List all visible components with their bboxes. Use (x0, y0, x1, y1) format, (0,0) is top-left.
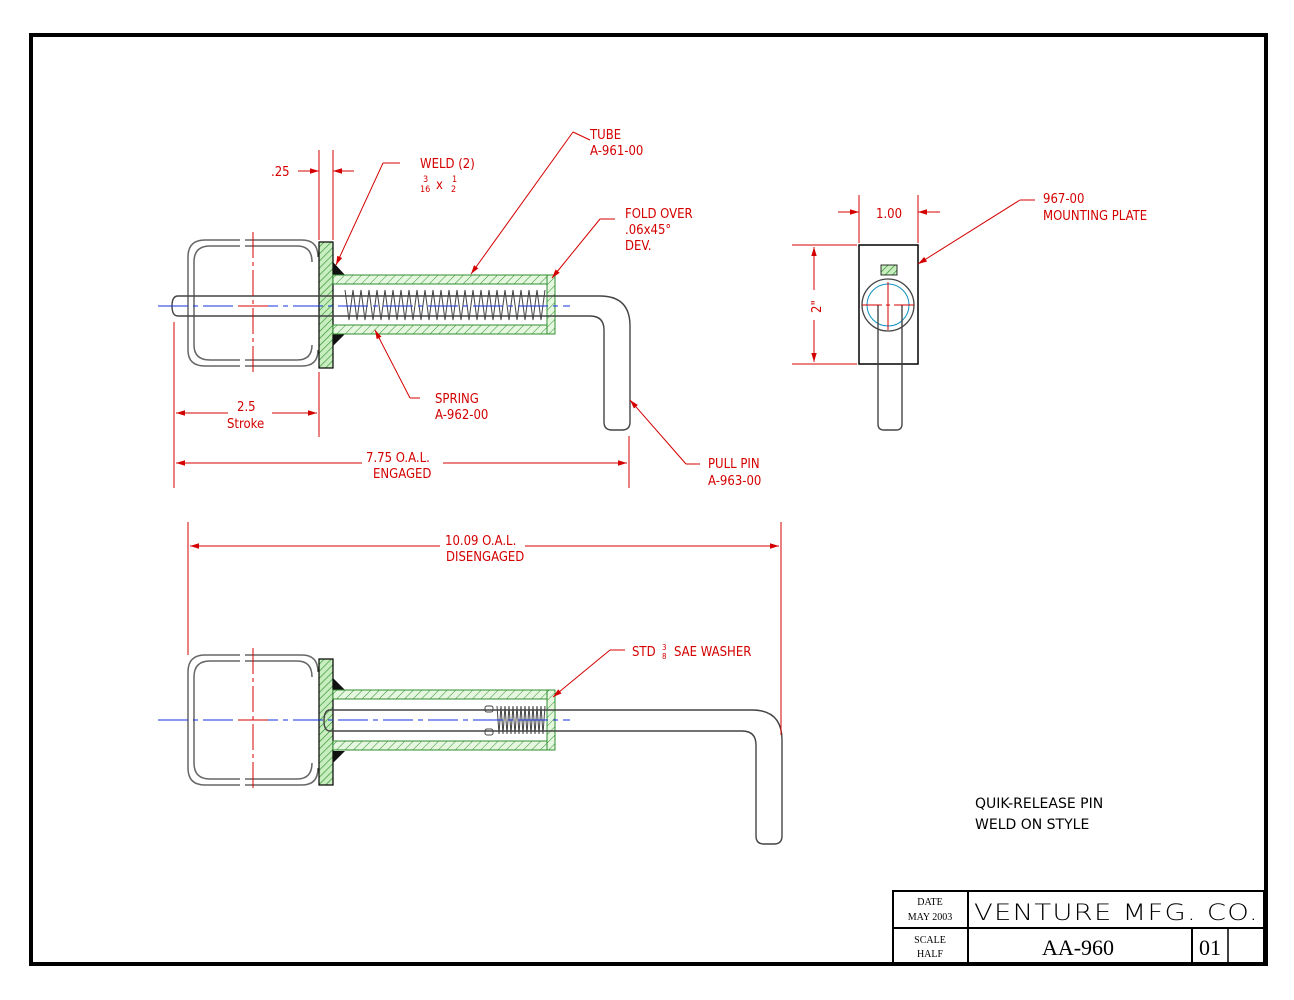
washer-fraction-num: 3 (662, 643, 667, 652)
weld-times: x (436, 178, 443, 193)
compressed-spring (496, 705, 546, 735)
mounting-plate-callout: 967-00 MOUNTING PLATE (917, 192, 1147, 265)
mounting-plate-line2: MOUNTING PLATE (1043, 209, 1147, 224)
weld-bead-lower-bottom (333, 751, 345, 763)
tube-callout-line2: A-961-00 (590, 144, 643, 159)
spring-callout: SPRING A-962-00 (374, 329, 488, 423)
engaged-label: ENGAGED (373, 467, 431, 482)
company-name: VENTURE MFG. CO. (974, 901, 1259, 926)
pull-pin-callout: PULL PIN A-963-00 (629, 399, 761, 489)
washer-callout: STD 3 8 SAE WASHER (552, 643, 751, 698)
drawing-border (29, 33, 1268, 966)
engaged-view (158, 232, 631, 431)
weld-gap-label: .25 (271, 165, 290, 180)
weld-gap-dimension: .25 (271, 150, 354, 240)
mounting-plate-line1: 967-00 (1043, 192, 1084, 207)
drawing-notes: QUIK-RELEASE PIN WELD ON STYLE (975, 796, 1103, 833)
washer-fraction-den: 8 (662, 652, 667, 661)
weld-fraction1-num: 3 (423, 175, 428, 185)
disengaged-view (158, 648, 783, 845)
stroke-dimension: 2.5 Stroke (173, 322, 320, 488)
disengaged-value: 10.09 O.A.L. (445, 534, 516, 549)
weld-bead-lower-top (333, 678, 345, 690)
weld-plate (318, 241, 334, 369)
plate-height-label: 2" (810, 300, 825, 313)
plate-width-dimension: 1.00 (838, 195, 940, 243)
engaged-value: 7.75 O.A.L. (366, 451, 430, 466)
fold-over-line2: .06x45° (625, 223, 671, 238)
date-label: DATE (917, 897, 943, 908)
stroke-value: 2.5 (237, 400, 256, 415)
weld-callout: WELD (2) 3 16 x 1 2 (335, 157, 475, 266)
scale-value: HALF (917, 949, 944, 960)
note-line2: WELD ON STYLE (975, 817, 1089, 833)
mounting-plate (858, 244, 919, 365)
tube-wall-lower-top (332, 689, 556, 700)
disengaged-dimension: 10.09 O.A.L. DISENGAGED (187, 522, 782, 735)
tube-wall-bottom (332, 324, 556, 335)
weld-plate-lower (318, 658, 334, 786)
scale-label: SCALE (914, 935, 946, 946)
weld-bead-bottom (333, 334, 345, 346)
fold-over-callout: FOLD OVER .06x45° DEV. (551, 207, 693, 279)
washer-prefix: STD (632, 645, 656, 660)
tube-wall-lower-bottom (332, 740, 556, 751)
engaged-dimension: 7.75 O.A.L. ENGAGED (176, 436, 630, 488)
weld-fraction1-den: 16 (420, 185, 430, 195)
pull-pin-lower (323, 709, 783, 845)
plate-side-view (858, 244, 919, 431)
tube-end-cap (546, 274, 556, 335)
plate-width-label: 1.00 (876, 207, 902, 222)
spring-callout-line2: A-962-00 (435, 408, 488, 423)
fold-over-line1: FOLD OVER (625, 207, 693, 222)
note-line1: QUIK-RELEASE PIN (975, 796, 1103, 812)
square-tube-outline (187, 239, 319, 367)
fold-over-line3: DEV. (625, 239, 651, 254)
tube-callout-line1: TUBE (589, 128, 621, 143)
disengaged-label: DISENGAGED (446, 550, 524, 565)
pull-pin-line2: A-963-00 (708, 474, 761, 489)
pull-pin-line1: PULL PIN (708, 457, 760, 472)
spring (344, 289, 546, 321)
date-value: MAY 2003 (908, 912, 953, 923)
weld-fraction2-den: 2 (451, 185, 456, 195)
plate-height-dimension: 2" (792, 244, 857, 365)
weld-fraction2-num: 1 (452, 175, 457, 185)
drawing-number: AA-960 (1042, 935, 1114, 960)
revision-number: 01 (1199, 935, 1221, 960)
weld-mark (880, 264, 898, 276)
stroke-label: Stroke (227, 417, 264, 432)
weld-bead-top (333, 262, 345, 275)
spring-callout-line1: SPRING (435, 392, 479, 407)
tube-callout: TUBE A-961-00 (470, 128, 643, 275)
weld-callout-title: WELD (2) (420, 157, 475, 172)
washer-suffix: SAE WASHER (674, 645, 751, 660)
tube-wall-top (332, 274, 556, 285)
pin-handle (877, 305, 903, 431)
title-block: DATE MAY 2003 SCALE HALF VENTURE MFG. CO… (892, 890, 1265, 965)
